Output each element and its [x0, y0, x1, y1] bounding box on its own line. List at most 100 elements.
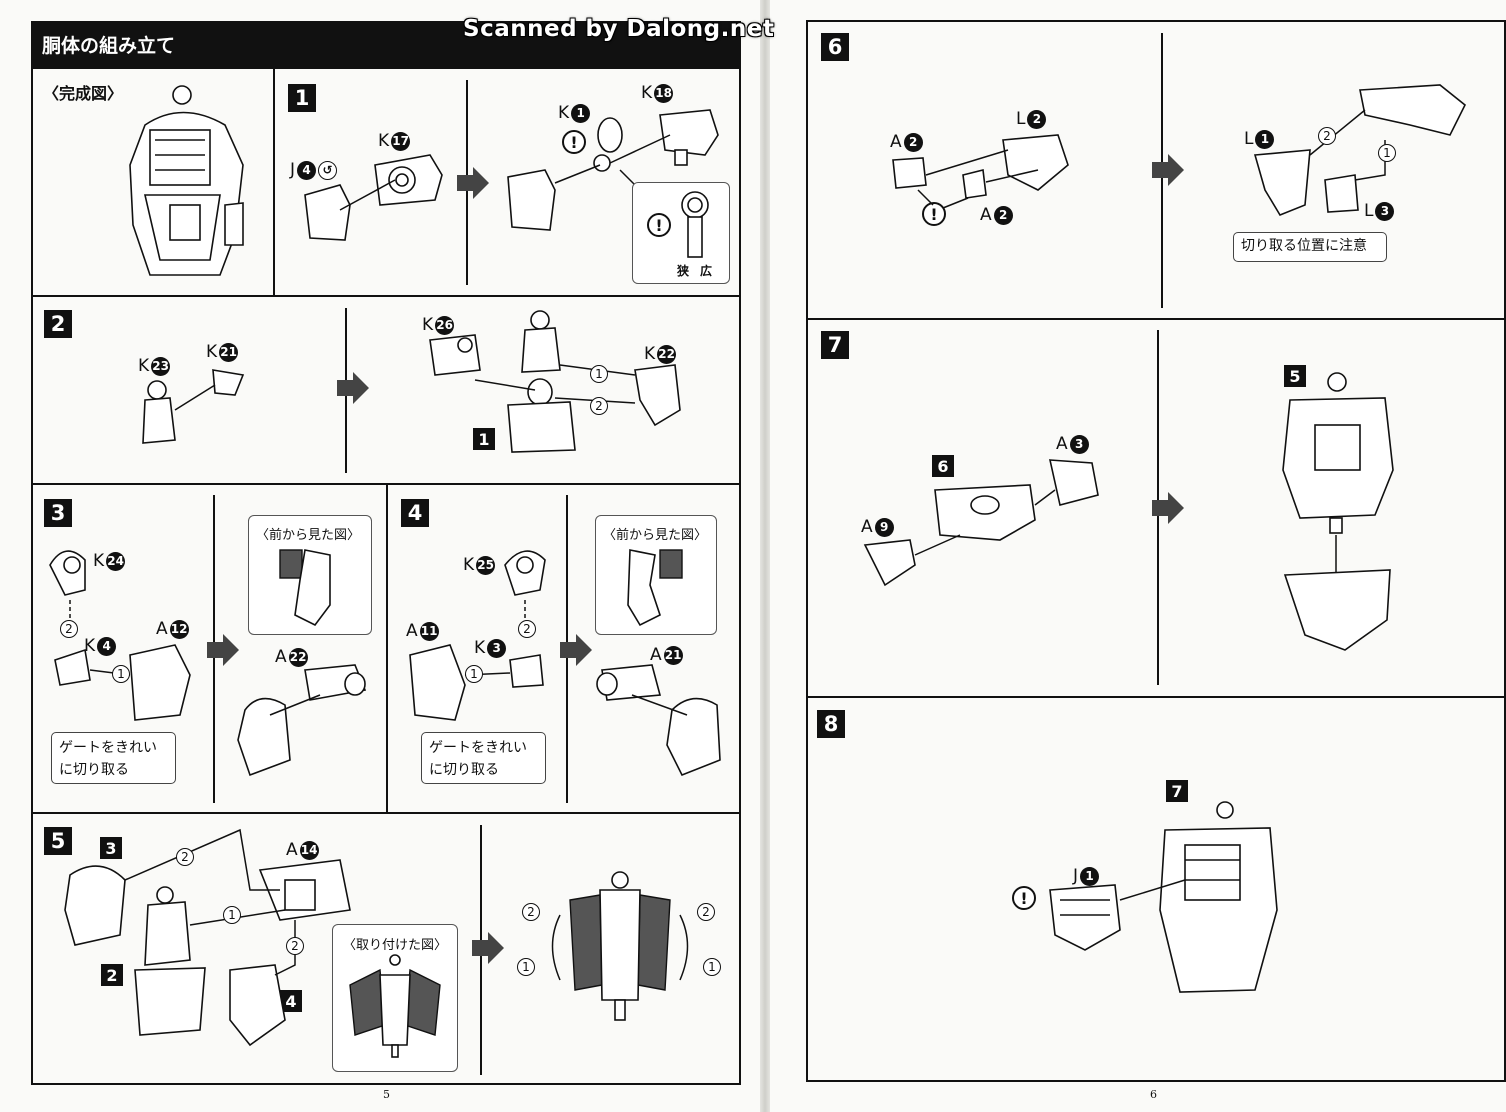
- step-7-parts-illustration: [863, 459, 1099, 587]
- order-marker-2: 2: [518, 620, 536, 638]
- step-7-number: 7: [821, 331, 849, 359]
- front-view-label: 〈前から見た図〉: [256, 528, 361, 543]
- next-arrow-icon: [457, 167, 489, 199]
- step-5-rotation-illustration: [551, 871, 689, 1021]
- book-spine: [760, 0, 770, 1112]
- scan-watermark: Scanned by Dalong.net: [463, 16, 775, 42]
- cut-position-note: 切り取る位置に注意: [1233, 232, 1387, 262]
- step-6-parts-illustration: [892, 134, 1069, 209]
- order-marker-2: 2: [590, 397, 608, 415]
- next-arrow-icon: [337, 372, 369, 404]
- order-marker-2: 2: [176, 848, 194, 866]
- gate-cut-note: ゲートをきれい に切り取る: [51, 732, 176, 784]
- caution-icon: !: [562, 130, 586, 154]
- step-8-assembly-illustration: [1049, 801, 1278, 993]
- divider: [31, 295, 741, 297]
- step-2-number: 2: [44, 310, 72, 338]
- step-1-parts-illustration: [304, 154, 443, 241]
- hole-detail-illustration: [681, 191, 709, 258]
- step-2-parts-illustration: [142, 369, 245, 444]
- next-arrow-icon: [1152, 492, 1184, 524]
- section-title: 胴体の組み立て: [42, 35, 176, 57]
- ref-step-7-badge: 7: [1166, 780, 1188, 802]
- completed-view-label: 〈完成図〉: [43, 84, 124, 103]
- step-3-number: 3: [44, 499, 72, 527]
- step-6-assembly-illustration: [1253, 84, 1467, 216]
- step-2-assembly-illustration: [429, 310, 681, 453]
- ref-step-1-badge: 1: [473, 428, 495, 450]
- step-4-assembly-illustration: [596, 664, 721, 777]
- order-marker-2: 2: [286, 937, 304, 955]
- attached-view-label: 〈取り付けた図〉: [343, 938, 448, 953]
- step-5-parts-illustration: [64, 828, 351, 1047]
- wide-label: 広: [700, 264, 713, 278]
- next-arrow-icon: [1152, 154, 1184, 186]
- order-marker-2: 2: [60, 620, 78, 638]
- order-marker-1: 1: [590, 365, 608, 383]
- right-page-frame: [806, 20, 1506, 1082]
- completed-torso-illustration: [129, 85, 244, 276]
- order-marker-1: 1: [1378, 144, 1396, 162]
- section-header-bar: [31, 21, 741, 67]
- divider: [273, 67, 275, 295]
- next-arrow-icon: [207, 634, 239, 666]
- step-4-parts-illustration: [409, 550, 546, 721]
- divider: [31, 812, 741, 814]
- front-view-label: 〈前から見た図〉: [603, 528, 708, 543]
- ref-step-5-badge: 5: [1284, 365, 1306, 387]
- step-1-assembly-illustration: [507, 109, 719, 231]
- step-3-assembly-illustration: [237, 664, 367, 777]
- ref-step-2-badge: 2: [101, 964, 123, 986]
- step-6-number: 6: [821, 33, 849, 61]
- order-marker-2: 2: [697, 903, 715, 921]
- gate-cut-note: ゲートをきれい に切り取る: [421, 732, 546, 784]
- front-view-illustration: [627, 549, 683, 627]
- order-marker-1: 1: [465, 665, 483, 683]
- caution-icon: !: [647, 213, 671, 237]
- next-arrow-icon: [560, 634, 592, 666]
- order-marker-1: 1: [112, 665, 130, 683]
- caution-icon: !: [922, 202, 946, 226]
- front-view-illustration: [279, 549, 331, 627]
- step-5-number: 5: [44, 827, 72, 855]
- step-7-assembly-illustration: [1282, 372, 1394, 651]
- order-marker-2: 2: [522, 903, 540, 921]
- divider: [806, 696, 1506, 698]
- step-4-number: 4: [401, 499, 429, 527]
- divider: [806, 318, 1506, 320]
- order-marker-1: 1: [223, 906, 241, 924]
- order-marker-1: 1: [703, 958, 721, 976]
- detail-callout-box: [632, 182, 730, 284]
- divider: [386, 483, 388, 812]
- ref-step-6-badge: 6: [932, 455, 954, 477]
- step-3-parts-illustration: [49, 550, 191, 721]
- step-1-number: 1: [288, 84, 316, 112]
- order-marker-1: 1: [517, 958, 535, 976]
- caution-icon: !: [1012, 886, 1036, 910]
- step-8-number: 8: [817, 710, 845, 738]
- page-number-right: 6: [1150, 1088, 1157, 1101]
- ref-step-3-badge: 3: [100, 837, 122, 859]
